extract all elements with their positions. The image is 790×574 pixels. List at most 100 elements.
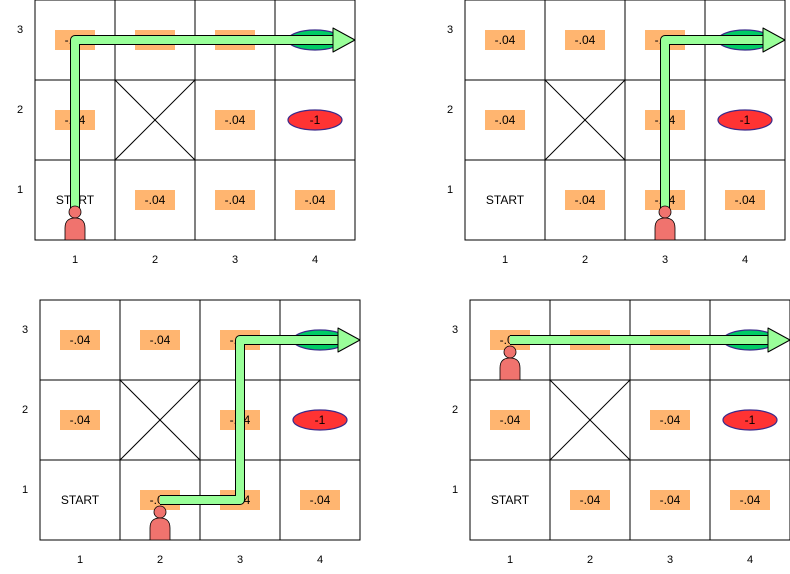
path-arrow-head [762,27,786,53]
gridworld-panel-2: -.04-.04-.04+1-.04-.04-1START-.04-.04-.0… [447,0,786,266]
agent-head [658,205,672,219]
x-axis-label: 1 [507,554,513,566]
reward-label: -.04 [225,113,246,127]
x-axis-label: 3 [232,254,238,266]
reward-label: -.04 [495,113,516,127]
reward-box [300,490,340,510]
grid-cell: -1 [704,79,786,161]
y-axis-label: 2 [22,404,28,416]
pit-terminal [292,409,348,431]
path-arrow-head [337,327,361,353]
y-axis-label: 1 [452,484,458,496]
pit-terminal [287,109,343,131]
agent-person-icon [499,345,521,381]
y-axis-label: 1 [17,184,23,196]
reward-label: -.04 [580,493,601,507]
grid-cell: -1 [279,379,361,461]
grid-cell: -.04 [549,459,631,541]
cell-border [464,159,546,241]
reward-box [570,490,610,510]
x-axis-label: 3 [662,254,668,266]
reward-box [485,110,525,130]
reward-box [60,330,100,350]
y-axis-label: 2 [447,104,453,116]
reward-box [140,330,180,350]
pit-terminal [717,109,773,131]
grid-cell: START [39,459,121,541]
wall-cross [114,79,196,161]
reward-label: -.04 [735,193,756,207]
gridworld-panel-1: -.04-.04-.04+1-.04-.04-1START-.04-.04-.0… [17,0,356,266]
agent-person-icon [654,205,676,241]
pit-reward-label: -1 [310,113,321,127]
wall-cross [549,379,631,461]
reward-box [730,490,770,510]
reward-label: -.04 [575,33,596,47]
start-label: START [491,493,530,507]
x-axis-label: 4 [312,254,318,266]
grid-cell: START [469,459,551,541]
reward-label: -.04 [500,413,521,427]
agent-body [64,217,86,241]
y-axis-label: 3 [447,24,453,36]
y-axis-label: 3 [22,324,28,336]
reward-label: -.04 [660,493,681,507]
reward-box [565,190,605,210]
agent-head [153,505,167,519]
reward-label: -.04 [495,33,516,47]
path-arrow-shaft [661,36,763,210]
reward-box [215,110,255,130]
grid-cell: -.04 [709,459,790,541]
x-axis-label: 1 [72,254,78,266]
reward-label: -.04 [305,193,326,207]
grid-cell: -.04 [39,379,121,461]
agent-person-icon [64,205,86,241]
x-axis-label: 3 [237,554,243,566]
path-arrow-shaft [71,36,333,210]
reward-label: -.04 [225,193,246,207]
grid-cell: -.04 [39,299,121,381]
agent-head [503,345,517,359]
grid-cell [549,379,631,461]
agent-body [654,217,676,241]
x-axis-label: 2 [152,254,158,266]
grid-cell [119,379,201,461]
grid-cell: -.04 [194,159,276,241]
x-axis-label: 1 [77,554,83,566]
path-arrow-shaft [160,336,338,504]
pit-reward-label: -1 [745,413,756,427]
grid-cell: -.04 [279,459,361,541]
wall-cross [544,79,626,161]
reward-box [215,190,255,210]
grid-cell: -.04 [274,159,356,241]
grid-cell: -.04 [469,379,551,461]
grid-cell: -.04 [629,379,711,461]
x-axis-label: 3 [667,554,673,566]
grid-cell: START [464,159,546,241]
pit-reward-label: -1 [740,113,751,127]
pit-reward-label: -1 [315,413,326,427]
reward-label: -.04 [310,493,331,507]
y-axis-label: 2 [452,404,458,416]
grid-cell: -.04 [544,0,626,81]
reward-box [490,410,530,430]
reward-box [135,190,175,210]
grid-cell: -.04 [119,299,201,381]
path-arrow-head [332,27,356,53]
grid-cell [114,79,196,161]
x-axis-label: 1 [502,254,508,266]
reward-label: -.04 [740,493,761,507]
grid-cell: -1 [709,379,790,461]
y-axis-label: 3 [17,24,23,36]
reward-label: -.04 [70,333,91,347]
y-axis-label: 2 [17,104,23,116]
reward-box [60,410,100,430]
agent-body [499,357,521,381]
grid-cell: -.04 [704,159,786,241]
pit-terminal [722,409,778,431]
y-axis-label: 3 [452,324,458,336]
reward-label: -.04 [150,333,171,347]
grid-cell [544,79,626,161]
reward-box [725,190,765,210]
